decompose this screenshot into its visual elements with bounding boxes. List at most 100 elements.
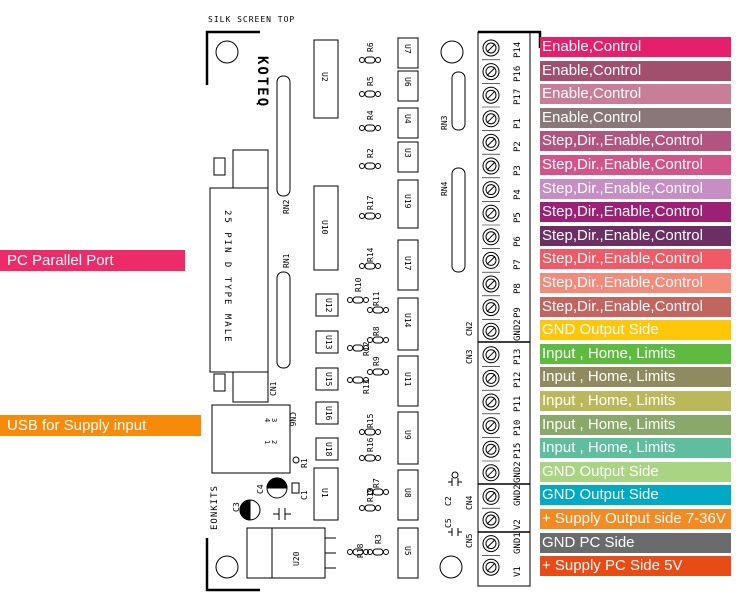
pin-function-label: GND Output Side — [540, 320, 731, 341]
pin-function-label: Enable,Control — [540, 60, 731, 81]
u18-outline — [315, 437, 339, 461]
u17-outline — [397, 239, 419, 291]
u10-outline — [313, 185, 339, 271]
resistor — [372, 306, 384, 314]
resistor — [364, 90, 376, 98]
u9-outline — [397, 411, 419, 465]
terminal-screw — [482, 228, 500, 246]
resistor — [372, 368, 384, 376]
terminal-pin-label: GND2 — [513, 319, 523, 342]
u20-label: U20 — [292, 551, 301, 566]
u5-outline — [397, 527, 419, 579]
terminal-pin-label: P11 — [513, 395, 523, 412]
mounting-hole-2 — [440, 40, 464, 64]
rn2-label: RN2 — [282, 199, 291, 214]
u8-label: U8 — [403, 488, 412, 498]
terminal-screw — [482, 511, 500, 529]
usb-pin-3: 3 — [270, 418, 278, 423]
r5-label: R5 — [366, 76, 375, 86]
u1-label: U1 — [320, 488, 329, 498]
usb-connector-outline — [211, 404, 291, 474]
rn4-outline — [451, 167, 466, 273]
r8-label: R8 — [372, 326, 381, 336]
r11-label: R11 — [372, 291, 381, 306]
u13-label: U13 — [324, 335, 333, 350]
db25-top-flange — [232, 149, 269, 189]
terminal-screw — [482, 346, 500, 364]
db25-bottom-flange — [232, 371, 269, 403]
terminal-pin-label: P1 — [513, 117, 523, 129]
terminal-screw — [482, 204, 500, 222]
terminal-screw — [482, 275, 500, 293]
usb-pin-1: 1 — [263, 440, 271, 445]
cn6-label: CN6 — [288, 412, 297, 427]
terminal-screw — [482, 181, 500, 199]
terminal-pin-label: P6 — [513, 235, 523, 247]
terminal-pin-label: P15 — [513, 442, 523, 460]
terminal-screw — [482, 558, 500, 576]
resistor — [364, 162, 376, 170]
u3-outline — [397, 141, 419, 173]
rn3-outline — [451, 71, 466, 131]
terminal-screw — [482, 322, 500, 340]
pin-function-label: GND Output Side — [540, 461, 731, 482]
terminal-screw — [482, 464, 500, 482]
r12-label: R12 — [362, 341, 371, 356]
r13-label: R13 — [362, 379, 371, 394]
cn5-label: CN5 — [465, 533, 474, 548]
u7-label: U7 — [403, 44, 412, 54]
terminal-pin-label: GND2 — [513, 461, 523, 483]
silk-title: SILK SCREEN TOP — [208, 15, 296, 24]
terminal-screw — [482, 487, 500, 505]
rn4-label: RN4 — [440, 181, 449, 196]
r4-label: R4 — [366, 110, 375, 120]
r16-label: R16 — [366, 437, 375, 452]
pin-function-label: + Supply Output side 7-36V — [540, 509, 731, 529]
terminal-pin-label: P17 — [513, 88, 523, 106]
resistor — [372, 336, 384, 344]
u4-label: U4 — [403, 114, 412, 124]
r10-label: R10 — [354, 277, 363, 292]
u20-outline — [246, 527, 326, 579]
r7-label: R7 — [372, 478, 381, 488]
resistor — [364, 428, 376, 436]
terminal-screw — [482, 157, 500, 175]
terminal-pin-label: P7 — [513, 259, 523, 271]
terminal-screw — [482, 86, 500, 104]
u11-label: U11 — [403, 372, 412, 387]
u19-label: U19 — [403, 194, 412, 209]
u2-outline — [313, 39, 339, 119]
terminal-screw — [482, 63, 500, 81]
pin-function-label: Step,Dir.,Enable,Control — [540, 178, 731, 199]
pin-function-label: Enable,Control — [540, 84, 731, 105]
r2-label: R2 — [366, 148, 375, 158]
pc-parallel-port-label: PC Parallel Port — [0, 250, 185, 271]
pin-function-label: GND PC Side — [540, 532, 731, 553]
r14-label: R14 — [366, 247, 375, 262]
resistor — [352, 296, 364, 304]
r6-label: R6 — [366, 42, 375, 52]
terminal-screw — [482, 369, 500, 387]
terminal-pin-label: P16 — [513, 65, 523, 82]
resistor — [364, 212, 376, 220]
r1-label: R1 — [300, 458, 309, 468]
u10-label: U10 — [320, 220, 329, 235]
u14-outline — [397, 297, 419, 351]
pin-function-label: Step,Dir.,Enable,Control — [540, 296, 731, 317]
db25-tab-bottom — [213, 373, 226, 392]
u15-label: U15 — [324, 372, 333, 387]
pin-function-label: Input , Home, Limits — [540, 414, 731, 435]
resistor — [364, 504, 376, 512]
mounting-hole-4 — [439, 555, 463, 579]
pin-function-label: + Supply PC Side 5V — [540, 556, 731, 577]
terminal-screw — [482, 110, 500, 128]
terminal-screw — [482, 417, 500, 435]
db25-tab-top — [213, 157, 226, 176]
cn1-label: CN1 — [269, 381, 278, 396]
pin-function-label: Enable,Control — [540, 107, 731, 128]
pin-function-label: Input , Home, Limits — [540, 438, 731, 459]
pin-function-label: Input , Home, Limits — [540, 367, 731, 388]
u13-outline — [315, 330, 339, 354]
terminal-screw — [482, 393, 500, 411]
